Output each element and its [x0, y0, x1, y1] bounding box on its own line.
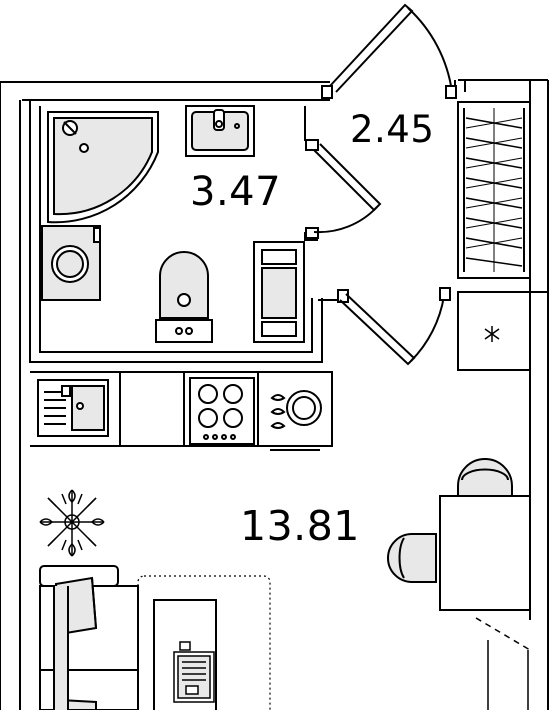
shower-icon — [47, 111, 159, 224]
electrical-panel-icon — [484, 326, 500, 342]
bathroom-sink-icon — [185, 105, 255, 157]
kitchen-counter — [30, 371, 333, 451]
bathroom-door-icon — [305, 139, 382, 239]
sofa-icon — [39, 565, 139, 710]
living-room-area-label: 13.81 — [240, 502, 360, 550]
balcony-door-icon — [475, 617, 531, 710]
oven-controls-icon — [270, 390, 322, 429]
chair-icon — [387, 533, 437, 583]
cooktop-icon — [189, 377, 255, 445]
toilet-icon — [155, 251, 213, 343]
plant-icon — [39, 489, 105, 557]
kitchen-sink-icon — [37, 379, 109, 437]
dining-table-icon — [439, 458, 531, 611]
laptop-icon — [173, 641, 215, 703]
towel-dryer-icon — [253, 241, 305, 343]
wardrobe-icon — [457, 101, 531, 279]
room-door-icon — [337, 287, 451, 366]
washing-machine-icon — [41, 225, 101, 301]
entrance-door-icon — [321, 3, 457, 99]
rug-icon — [137, 575, 271, 710]
hall-area-label: 2.45 — [350, 108, 435, 151]
bathroom-area-label: 3.47 — [190, 169, 282, 215]
